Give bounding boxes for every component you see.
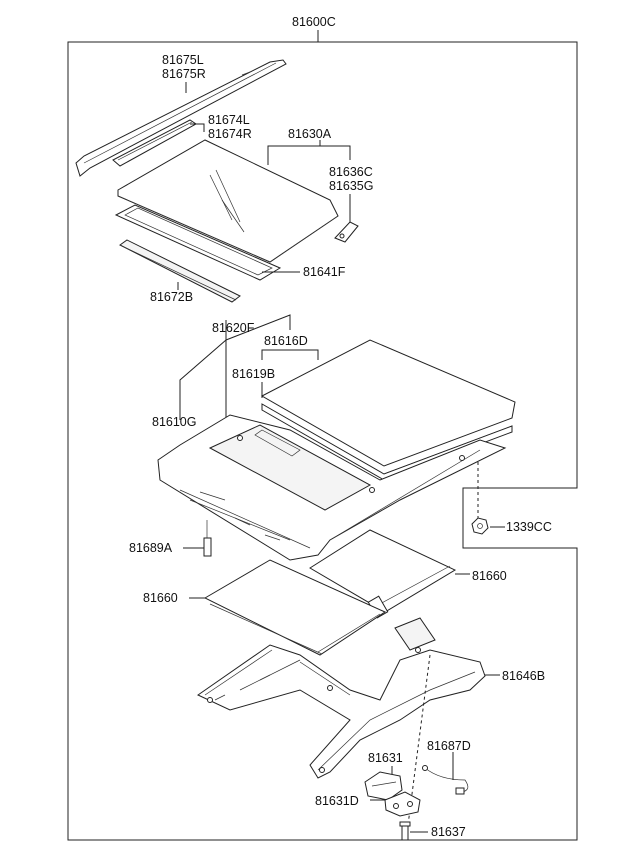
- motor-d-part: [384, 791, 421, 817]
- sunroof-frame-part: [157, 414, 507, 561]
- label-81674r: 81674R: [208, 127, 252, 141]
- deflector-part: [119, 239, 241, 303]
- label-81616d: 81616D: [264, 334, 308, 348]
- roof-molding-part: [75, 59, 287, 177]
- label-81689a: 81689A: [129, 541, 173, 555]
- label-81631d: 81631D: [315, 794, 359, 808]
- label-81610g: 81610G: [152, 415, 196, 429]
- label-81637: 81637: [431, 825, 466, 839]
- label-81631: 81631: [368, 751, 403, 765]
- label-81630a: 81630A: [288, 127, 332, 141]
- label-81646b: 81646B: [502, 669, 545, 683]
- label-81600c: 81600C: [292, 15, 336, 29]
- label-81635g: 81635G: [329, 179, 373, 193]
- label-81620f: 81620F: [212, 321, 255, 335]
- label-81675l: 81675L: [162, 53, 204, 67]
- bolt-part: [203, 520, 212, 557]
- rail-mechanism-part: [197, 617, 486, 779]
- label-81619b: 81619B: [232, 367, 275, 381]
- label-81660-left: 81660: [143, 591, 178, 605]
- label-81687d: 81687D: [427, 739, 471, 753]
- glass-seal-part: [114, 204, 282, 281]
- label-81672b: 81672B: [150, 290, 193, 304]
- assembly-boundary: [67, 30, 578, 841]
- motor-part: [364, 771, 403, 801]
- screw-part: [399, 821, 411, 841]
- label-81660-right: 81660: [472, 569, 507, 583]
- label-81641f: 81641F: [303, 265, 346, 279]
- rear-glass-panel-part: [260, 339, 516, 481]
- sunshade-left-part: [203, 559, 387, 656]
- label-81636c: 81636C: [329, 165, 373, 179]
- nut-part: [471, 517, 489, 535]
- label-1339cc: 1339CC: [506, 520, 552, 534]
- cable-part: [422, 765, 469, 795]
- bracket-part: [334, 221, 359, 243]
- label-81675r: 81675R: [162, 67, 206, 81]
- label-81674l: 81674L: [208, 113, 250, 127]
- glass-panel-part: [117, 139, 339, 263]
